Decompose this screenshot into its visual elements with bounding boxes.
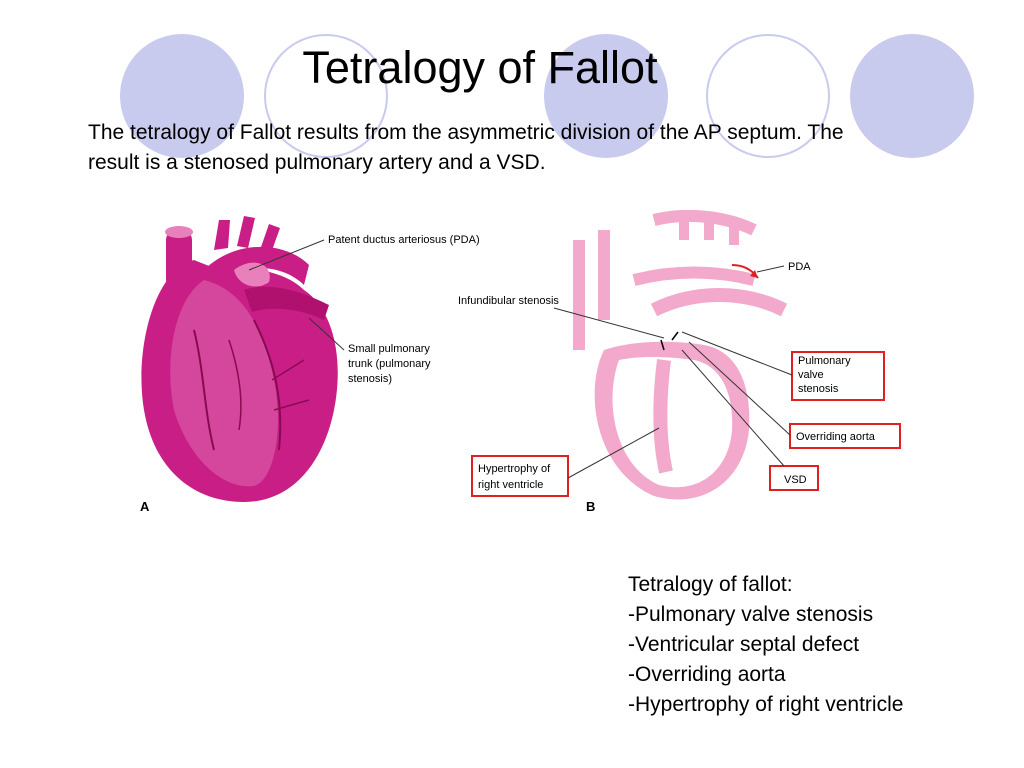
label-small-trunk-3: stenosis) [348,373,392,385]
summary-heading: Tetralogy of fallot: [628,573,793,596]
summary-item: -Hypertrophy of right ventricle [628,693,904,716]
decor-circle-1 [120,34,244,158]
label-small-trunk-1: Small pulmonary [348,343,430,355]
label-pda-a: Patent ductus arteriosus (PDA) [328,234,480,246]
label-pulm-valve-1: Pulmonary [798,355,851,367]
page-title: Tetralogy of Fallot [302,42,658,93]
label-pda-b: PDA [788,261,811,273]
label-pulm-valve-2: valve [798,369,824,381]
decor-circle-3 [544,34,668,158]
decor-circle-2 [264,34,388,158]
label-pulm-valve-3: stenosis [798,383,839,395]
label-infundibular: Infundibular stenosis [458,295,559,307]
summary-list: Tetralogy of fallot: -Pulmonary valve st… [628,570,1008,720]
label-hypertrophy-2: right ventricle [478,479,543,491]
decor-circle-4 [706,34,830,158]
panel-b-letter: B [586,499,595,514]
heart-section-illustration [573,210,788,500]
label-hypertrophy-1: Hypertrophy of [478,463,551,475]
intro-text: The tetralogy of Fallot results from the… [88,121,844,174]
decor-circle-5 [850,34,974,158]
label-small-trunk-2: trunk (pulmonary [348,358,431,370]
summary-item: -Pulmonary valve stenosis [628,603,874,626]
label-vsd: VSD [784,474,807,486]
summary-item: -Overriding aorta [628,663,786,686]
label-overriding: Overriding aorta [796,431,876,443]
summary-item: -Ventricular septal defect [628,633,860,656]
panel-a-letter: A [140,499,150,514]
heart-figure: Patent ductus arteriosus (PDA) Small pul… [134,210,906,516]
